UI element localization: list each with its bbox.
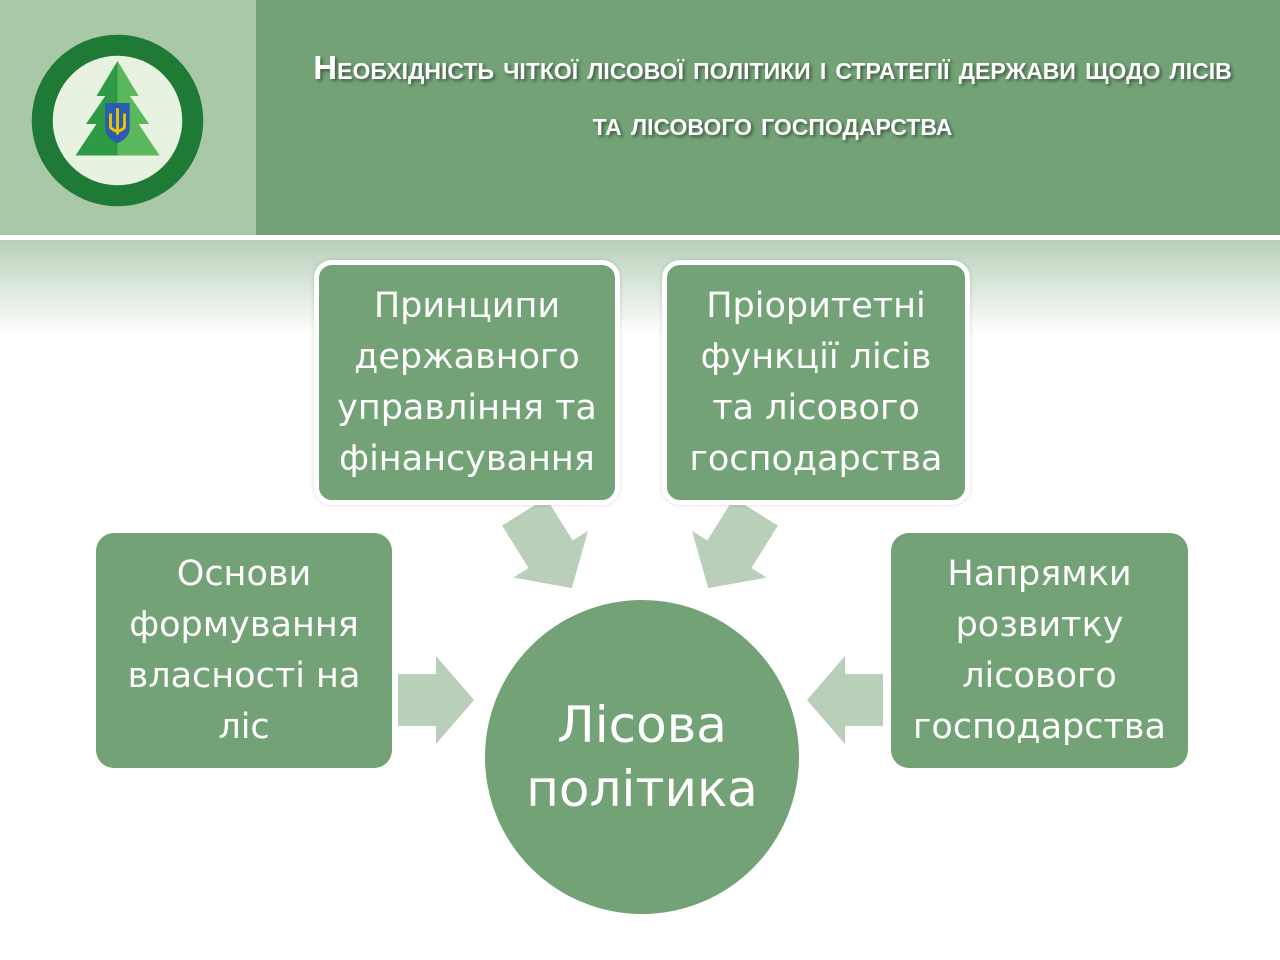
node-principles: Принципи державного управління та фінанс… — [314, 260, 620, 505]
node-functions: Пріоритетні функції лісів та лісового го… — [662, 260, 970, 505]
node-directions: Напрямки розвитку лісового господарства — [891, 533, 1188, 768]
slide-title: Необхідність чіткої лісової політики і с… — [313, 49, 1232, 142]
arrow-top-left-icon — [502, 498, 588, 589]
arrow-top-right-icon — [692, 498, 778, 589]
agency-logo — [31, 34, 204, 207]
center-node: Лісова політика — [485, 600, 799, 914]
logo-panel — [0, 0, 256, 235]
arrow-left-icon — [398, 656, 474, 744]
gradient-band — [0, 240, 1280, 335]
arrow-right-icon — [807, 656, 883, 744]
header: Необхідність чіткої лісової політики і с… — [0, 0, 1280, 235]
node-ownership: Основи формування власності на ліс — [96, 533, 392, 768]
